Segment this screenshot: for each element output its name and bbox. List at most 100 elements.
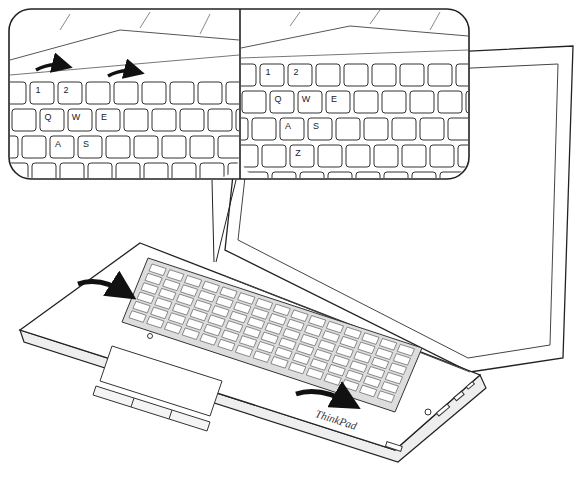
key bbox=[165, 322, 182, 334]
key bbox=[318, 340, 335, 352]
key bbox=[218, 136, 239, 158]
key bbox=[88, 163, 112, 178]
key bbox=[290, 145, 314, 167]
key-legend: A bbox=[55, 140, 61, 149]
key-legend: E bbox=[101, 113, 107, 122]
key-legend: Q bbox=[44, 113, 51, 122]
key bbox=[212, 306, 229, 318]
key bbox=[124, 109, 148, 131]
callout-line bbox=[212, 180, 214, 262]
key bbox=[322, 331, 339, 343]
key bbox=[318, 145, 342, 167]
key bbox=[298, 91, 322, 113]
key bbox=[438, 91, 462, 113]
key bbox=[368, 367, 385, 379]
key bbox=[344, 327, 361, 339]
key bbox=[283, 329, 300, 341]
key bbox=[22, 136, 46, 158]
key bbox=[208, 109, 232, 131]
key bbox=[204, 324, 221, 336]
key bbox=[230, 311, 247, 323]
key bbox=[402, 145, 426, 167]
key bbox=[10, 82, 26, 104]
key bbox=[173, 304, 190, 316]
key bbox=[218, 339, 235, 351]
key bbox=[272, 172, 296, 178]
key-legend: A bbox=[285, 122, 291, 131]
key bbox=[114, 82, 138, 104]
key-legend: W bbox=[302, 95, 311, 104]
detail-callout bbox=[9, 9, 469, 179]
key bbox=[181, 285, 198, 297]
key bbox=[344, 64, 368, 86]
key bbox=[58, 82, 82, 104]
key bbox=[316, 64, 340, 86]
key bbox=[440, 172, 464, 178]
key bbox=[241, 145, 258, 167]
key bbox=[78, 136, 102, 158]
key bbox=[336, 346, 353, 358]
key bbox=[275, 347, 292, 359]
key bbox=[346, 145, 370, 167]
key bbox=[10, 163, 28, 178]
key bbox=[466, 91, 468, 113]
key bbox=[198, 82, 222, 104]
key bbox=[350, 361, 367, 373]
key bbox=[377, 391, 394, 403]
key-legend: 2 bbox=[293, 68, 298, 77]
inset-keys bbox=[241, 64, 468, 178]
key bbox=[220, 287, 237, 299]
key bbox=[252, 118, 276, 140]
key bbox=[198, 291, 215, 303]
key bbox=[280, 118, 304, 140]
key bbox=[374, 145, 398, 167]
key bbox=[190, 136, 214, 158]
key bbox=[372, 64, 396, 86]
key bbox=[40, 109, 64, 131]
key bbox=[301, 334, 318, 346]
key bbox=[251, 308, 268, 320]
key bbox=[145, 273, 162, 285]
key bbox=[226, 321, 243, 333]
key bbox=[269, 314, 286, 326]
key bbox=[385, 372, 402, 384]
key bbox=[346, 370, 363, 382]
key bbox=[10, 136, 18, 158]
key bbox=[32, 163, 56, 178]
key bbox=[360, 385, 377, 397]
key bbox=[169, 313, 186, 325]
key bbox=[155, 298, 172, 310]
key bbox=[430, 145, 454, 167]
key bbox=[412, 172, 436, 178]
key bbox=[60, 163, 84, 178]
key bbox=[167, 270, 184, 282]
key bbox=[241, 64, 256, 86]
key bbox=[86, 82, 110, 104]
key bbox=[279, 338, 296, 350]
slide-arrow bbox=[36, 65, 66, 70]
key bbox=[238, 293, 255, 305]
key bbox=[336, 118, 360, 140]
display-panel bbox=[238, 64, 558, 358]
key bbox=[106, 136, 130, 158]
key bbox=[170, 82, 194, 104]
key bbox=[137, 292, 154, 304]
key-legend: W bbox=[72, 113, 81, 122]
key bbox=[384, 172, 408, 178]
key bbox=[289, 362, 306, 374]
key bbox=[364, 376, 381, 388]
key bbox=[68, 109, 92, 131]
key bbox=[180, 109, 204, 131]
key bbox=[410, 91, 434, 113]
key bbox=[261, 332, 278, 344]
key bbox=[236, 109, 239, 131]
touchpad-buttons bbox=[93, 386, 210, 431]
key bbox=[239, 336, 256, 348]
display-lid bbox=[225, 46, 573, 372]
key bbox=[300, 172, 324, 178]
key bbox=[222, 330, 239, 342]
key bbox=[354, 91, 378, 113]
key-legend: E bbox=[331, 95, 337, 104]
slide-arrow bbox=[108, 71, 138, 76]
